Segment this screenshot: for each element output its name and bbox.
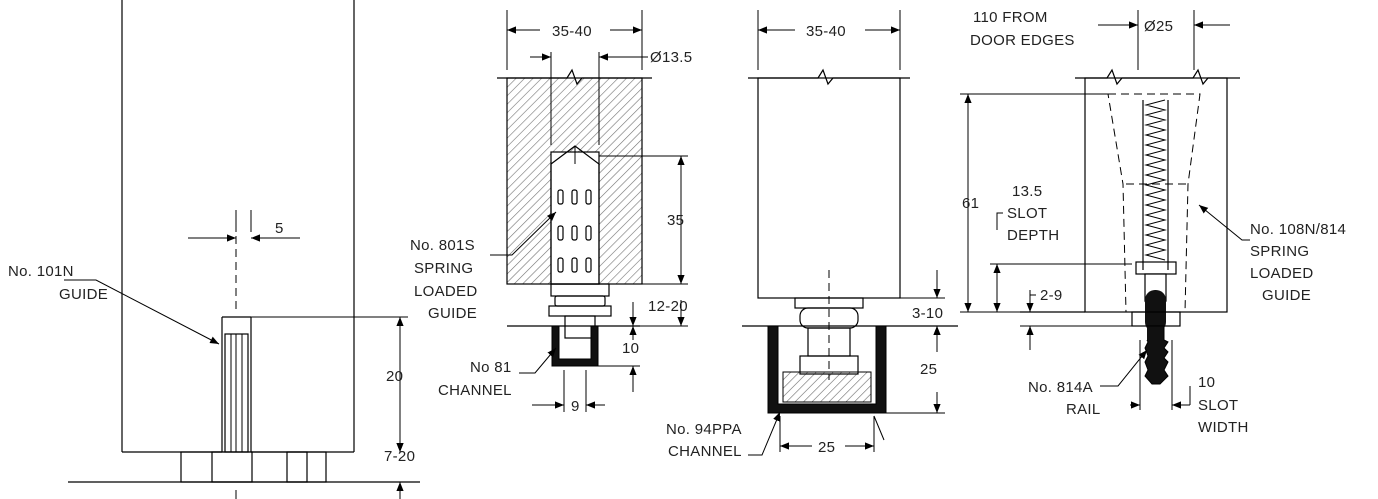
- dim-10-channel-label: 10: [622, 340, 639, 357]
- guide-101n-label: No. 101N: [8, 263, 74, 280]
- slot-depth-label-3: DEPTH: [1007, 227, 1059, 244]
- slot-width-label-2: SLOT: [1198, 397, 1238, 414]
- channel-94ppa-label-2: CHANNEL: [668, 443, 742, 460]
- guide-base-plate: [180, 451, 327, 483]
- from-edges-label-2: DOOR EDGES: [970, 32, 1075, 49]
- slot-depth-label-2: SLOT: [1007, 205, 1047, 222]
- slot-width-label: 10: [1198, 374, 1215, 391]
- rail-814a-label: No. 814A: [1028, 379, 1093, 396]
- view-801s-guide: 35-40 Ø13.5 35 12-20 10 9: [410, 10, 692, 415]
- dim-35-label: 35: [667, 212, 684, 229]
- guide-801s-label-2: SPRING: [414, 260, 473, 277]
- channel-81: [551, 325, 599, 367]
- dim-5-label: 5: [275, 220, 284, 237]
- guide-108n-label-3: LOADED: [1250, 265, 1314, 282]
- dim-2-9-label: 2-9: [1040, 287, 1063, 304]
- channel-94ppa: [767, 325, 887, 414]
- dim-12-20-label: 12-20: [648, 298, 688, 315]
- guide-108n-label-4: GUIDE: [1262, 287, 1311, 304]
- guide-801s-label-4: GUIDE: [428, 305, 477, 322]
- rail-814a: [1145, 290, 1166, 332]
- view-101n-guide: 5 20 7-20 No. 101N GUIDE: [8, 0, 420, 499]
- dim-9-label: 9: [571, 398, 580, 415]
- guide-801s-body: [550, 145, 600, 285]
- guide-108n-label: No. 108N/814: [1250, 221, 1346, 238]
- dim-dia-13-5-label: Ø13.5: [650, 49, 692, 66]
- slot-depth-label: 13.5: [1012, 183, 1042, 200]
- channel-94ppa-label: No. 94PPA: [666, 421, 742, 438]
- spring-coil: [1135, 99, 1177, 275]
- door-94ppa: [757, 77, 901, 299]
- channel-81-label: No 81: [470, 359, 512, 376]
- channel-81-label-2: CHANNEL: [438, 382, 512, 399]
- guide-101n-label-2: GUIDE: [59, 286, 108, 303]
- dim-35-40-b-label: 35-40: [806, 23, 846, 40]
- slot-width-label-3: WIDTH: [1198, 419, 1249, 436]
- rail-814a-label-2: RAIL: [1066, 401, 1101, 418]
- dim-61-label: 61: [962, 195, 979, 212]
- dim-35-40-a-label: 35-40: [552, 23, 592, 40]
- guide-108n-label-2: SPRING: [1250, 243, 1309, 260]
- from-edges-label: 110 FROM: [973, 9, 1048, 26]
- dim-3-10-label: 3-10: [912, 305, 943, 322]
- dim-20-label: 20: [386, 368, 403, 385]
- dim-25-width-label: 25: [818, 439, 835, 456]
- dim-25-height-label: 25: [920, 361, 937, 378]
- view-108n-guide: Ø25 110 FROM DOOR EDGES 61 13.5 SLOT DEP…: [960, 9, 1346, 436]
- guide-801s-label-3: LOADED: [414, 283, 478, 300]
- guide-801s-label: No. 801S: [410, 237, 475, 254]
- view-94ppa-channel: 35-40 3-10 25 25 No. 94PPA CHANNEL: [666, 10, 958, 460]
- dim-dia-25-label: Ø25: [1144, 18, 1173, 35]
- dim-7-20-label: 7-20: [384, 448, 415, 465]
